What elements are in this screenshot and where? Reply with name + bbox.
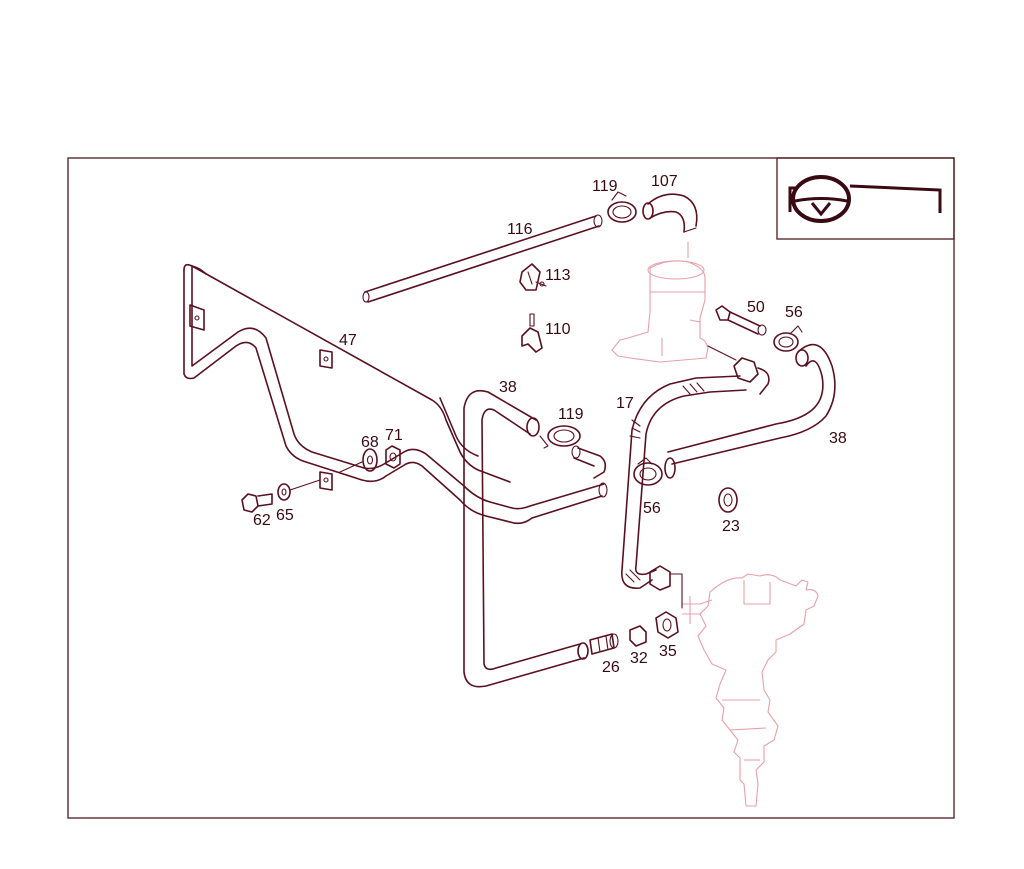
callout-38-right: 38: [829, 430, 847, 447]
steering-wheel-icon: [788, 175, 942, 223]
callout-68: 68: [361, 434, 379, 451]
pipe-116: [362, 214, 603, 303]
pipe-stub-middle: [571, 445, 607, 479]
hose-clamp-56-top: [773, 325, 803, 352]
hose-clamp-119-top: [607, 191, 637, 223]
callout-38-left: 38: [499, 379, 517, 396]
seal-32: [629, 625, 647, 647]
callout-56-lower: 56: [643, 500, 661, 517]
steering-wheel-inset: [776, 157, 955, 240]
steering-gear-ghost: [682, 573, 819, 807]
nut-71: [385, 445, 401, 469]
callout-32: 32: [630, 650, 648, 667]
callout-56-top: 56: [785, 304, 803, 321]
washer-65: [277, 483, 291, 501]
bolt-62: [241, 493, 273, 513]
diagram-frame: [67, 157, 955, 819]
reservoir-ghost: [611, 242, 709, 363]
leader-washer: [339, 461, 363, 473]
callout-50: 50: [747, 299, 765, 316]
callout-107: 107: [651, 173, 678, 190]
callout-35: 35: [659, 643, 677, 660]
callout-110: 110: [545, 321, 571, 338]
clip-113: [519, 263, 547, 291]
clip-110: [521, 313, 543, 353]
callout-113: 113: [545, 267, 571, 284]
pipe-17: [621, 345, 770, 609]
hose-38-left: [463, 389, 589, 688]
callout-116: 116: [507, 221, 533, 238]
grommet-23: [718, 487, 738, 513]
callout-23: 23: [722, 518, 740, 535]
pipe-50: [715, 305, 767, 336]
callout-17: 17: [616, 395, 634, 412]
pipe-47: [183, 263, 608, 525]
hose-38-right: [664, 343, 836, 479]
nut-35: [655, 611, 679, 639]
leader-bolt: [289, 479, 321, 491]
fitting-26: [589, 633, 619, 655]
washer-68: [362, 448, 378, 472]
callout-26: 26: [602, 659, 620, 676]
callout-62: 62: [253, 512, 271, 529]
callout-119-middle: 119: [558, 406, 584, 423]
hose-clamp-119-middle: [539, 425, 581, 449]
callout-47: 47: [339, 332, 357, 349]
callout-65: 65: [276, 507, 294, 524]
callout-119-top: 119: [592, 178, 618, 195]
callout-71: 71: [385, 427, 403, 444]
hose-elbow-107: [642, 193, 698, 233]
hose-clamp-56-lower: [633, 457, 663, 486]
